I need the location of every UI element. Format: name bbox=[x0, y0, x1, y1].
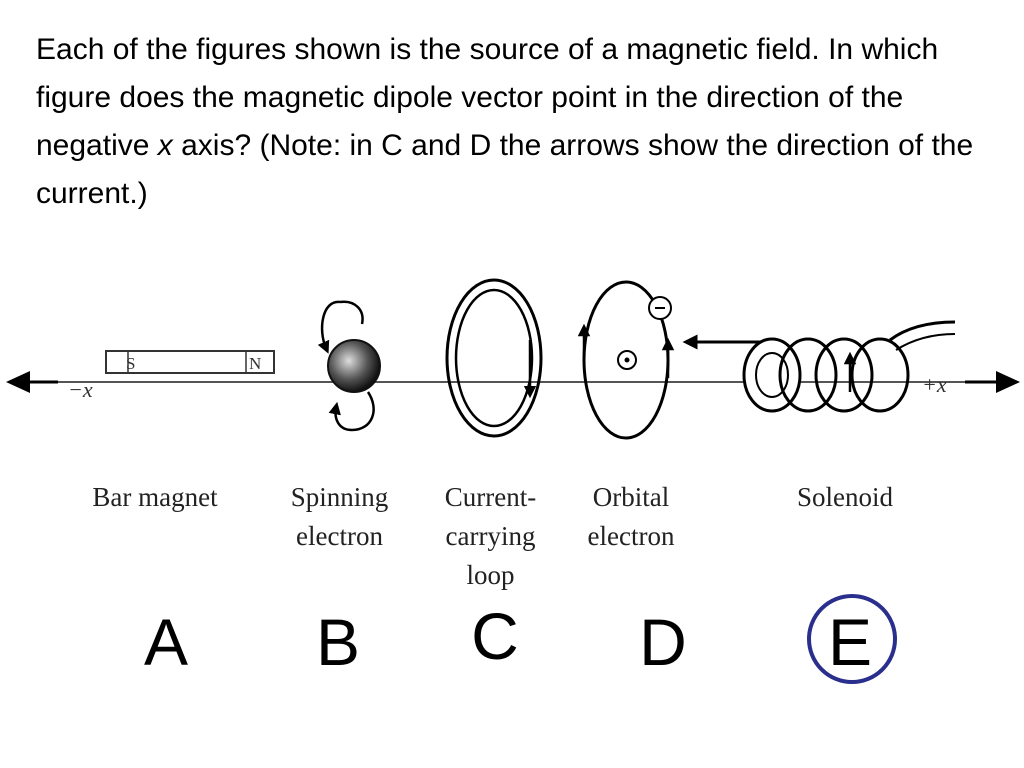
caption-spinning-electron: Spinning electron bbox=[262, 478, 417, 556]
orbital-electron-figure bbox=[577, 280, 675, 440]
caption-current-loop: Current- carrying loop bbox=[418, 478, 563, 595]
caption-solenoid-line: Solenoid bbox=[796, 482, 893, 512]
magnet-n-pole: N bbox=[249, 354, 261, 373]
caption-bar-magnet-line: Bar magnet bbox=[92, 482, 218, 512]
minus-x-label: −x bbox=[68, 377, 93, 402]
axis-variable: x bbox=[157, 129, 173, 162]
question-text: Each of the figures shown is the source … bbox=[36, 26, 996, 218]
caption-line: Spinning bbox=[290, 482, 389, 512]
caption-line: electron bbox=[587, 521, 675, 551]
caption-orbital-electron: Orbital electron bbox=[566, 478, 696, 556]
magnet-s-pole: S bbox=[126, 354, 135, 373]
choice-c[interactable]: C bbox=[471, 599, 519, 673]
x-axis: −x +x bbox=[6, 371, 1020, 402]
magnetic-sources-diagram: −x +x S N bbox=[6, 278, 1020, 440]
current-loop-figure bbox=[445, 278, 543, 438]
plus-x-arrowhead bbox=[996, 371, 1020, 393]
plus-x-label: +x bbox=[922, 372, 947, 397]
caption-line: Orbital bbox=[592, 482, 670, 512]
question-part1: Each of the figures shown is the source … bbox=[36, 33, 939, 162]
choice-e[interactable]: E bbox=[827, 605, 873, 679]
selected-answer-ring bbox=[807, 594, 897, 684]
minus-x-arrowhead bbox=[6, 371, 30, 393]
question-part2: axis? (Note: in C and D the arrows show … bbox=[36, 129, 974, 210]
caption-line: Current- bbox=[444, 482, 537, 512]
caption-line: loop bbox=[466, 560, 515, 590]
bar-magnet-figure: S N bbox=[105, 350, 275, 374]
solenoid-figure bbox=[682, 320, 956, 413]
choice-b[interactable]: B bbox=[315, 605, 361, 679]
caption-line: carrying bbox=[445, 521, 536, 551]
choice-a[interactable]: A bbox=[143, 605, 189, 679]
caption-solenoid: Solenoid bbox=[760, 478, 930, 517]
spinning-electron-figure bbox=[317, 300, 381, 432]
choice-d[interactable]: D bbox=[639, 605, 687, 679]
caption-line: electron bbox=[296, 521, 383, 551]
caption-bar-magnet: Bar magnet bbox=[60, 478, 250, 517]
